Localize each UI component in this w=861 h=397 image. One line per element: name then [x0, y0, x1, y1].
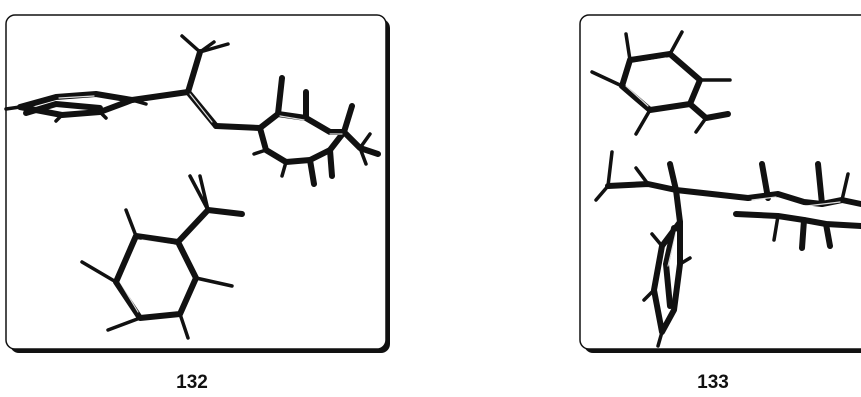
bicyclic-ring — [252, 75, 381, 187]
phenyl-ring-lower — [80, 174, 245, 340]
figure-caption-133: 133 — [697, 372, 729, 393]
central-linkage — [129, 34, 263, 131]
molecule-diagram-132 — [4, 14, 390, 353]
bicyclic-ring — [733, 161, 861, 251]
structure-panel-133 — [578, 14, 861, 356]
phenyl-ring-lower — [642, 219, 692, 348]
molecule-diagram-133 — [579, 14, 861, 353]
phenyl-ring-upper — [590, 30, 732, 136]
structure-panel-132 — [4, 14, 392, 356]
central-linkage — [594, 150, 751, 225]
figure-caption-132: 132 — [176, 372, 208, 393]
